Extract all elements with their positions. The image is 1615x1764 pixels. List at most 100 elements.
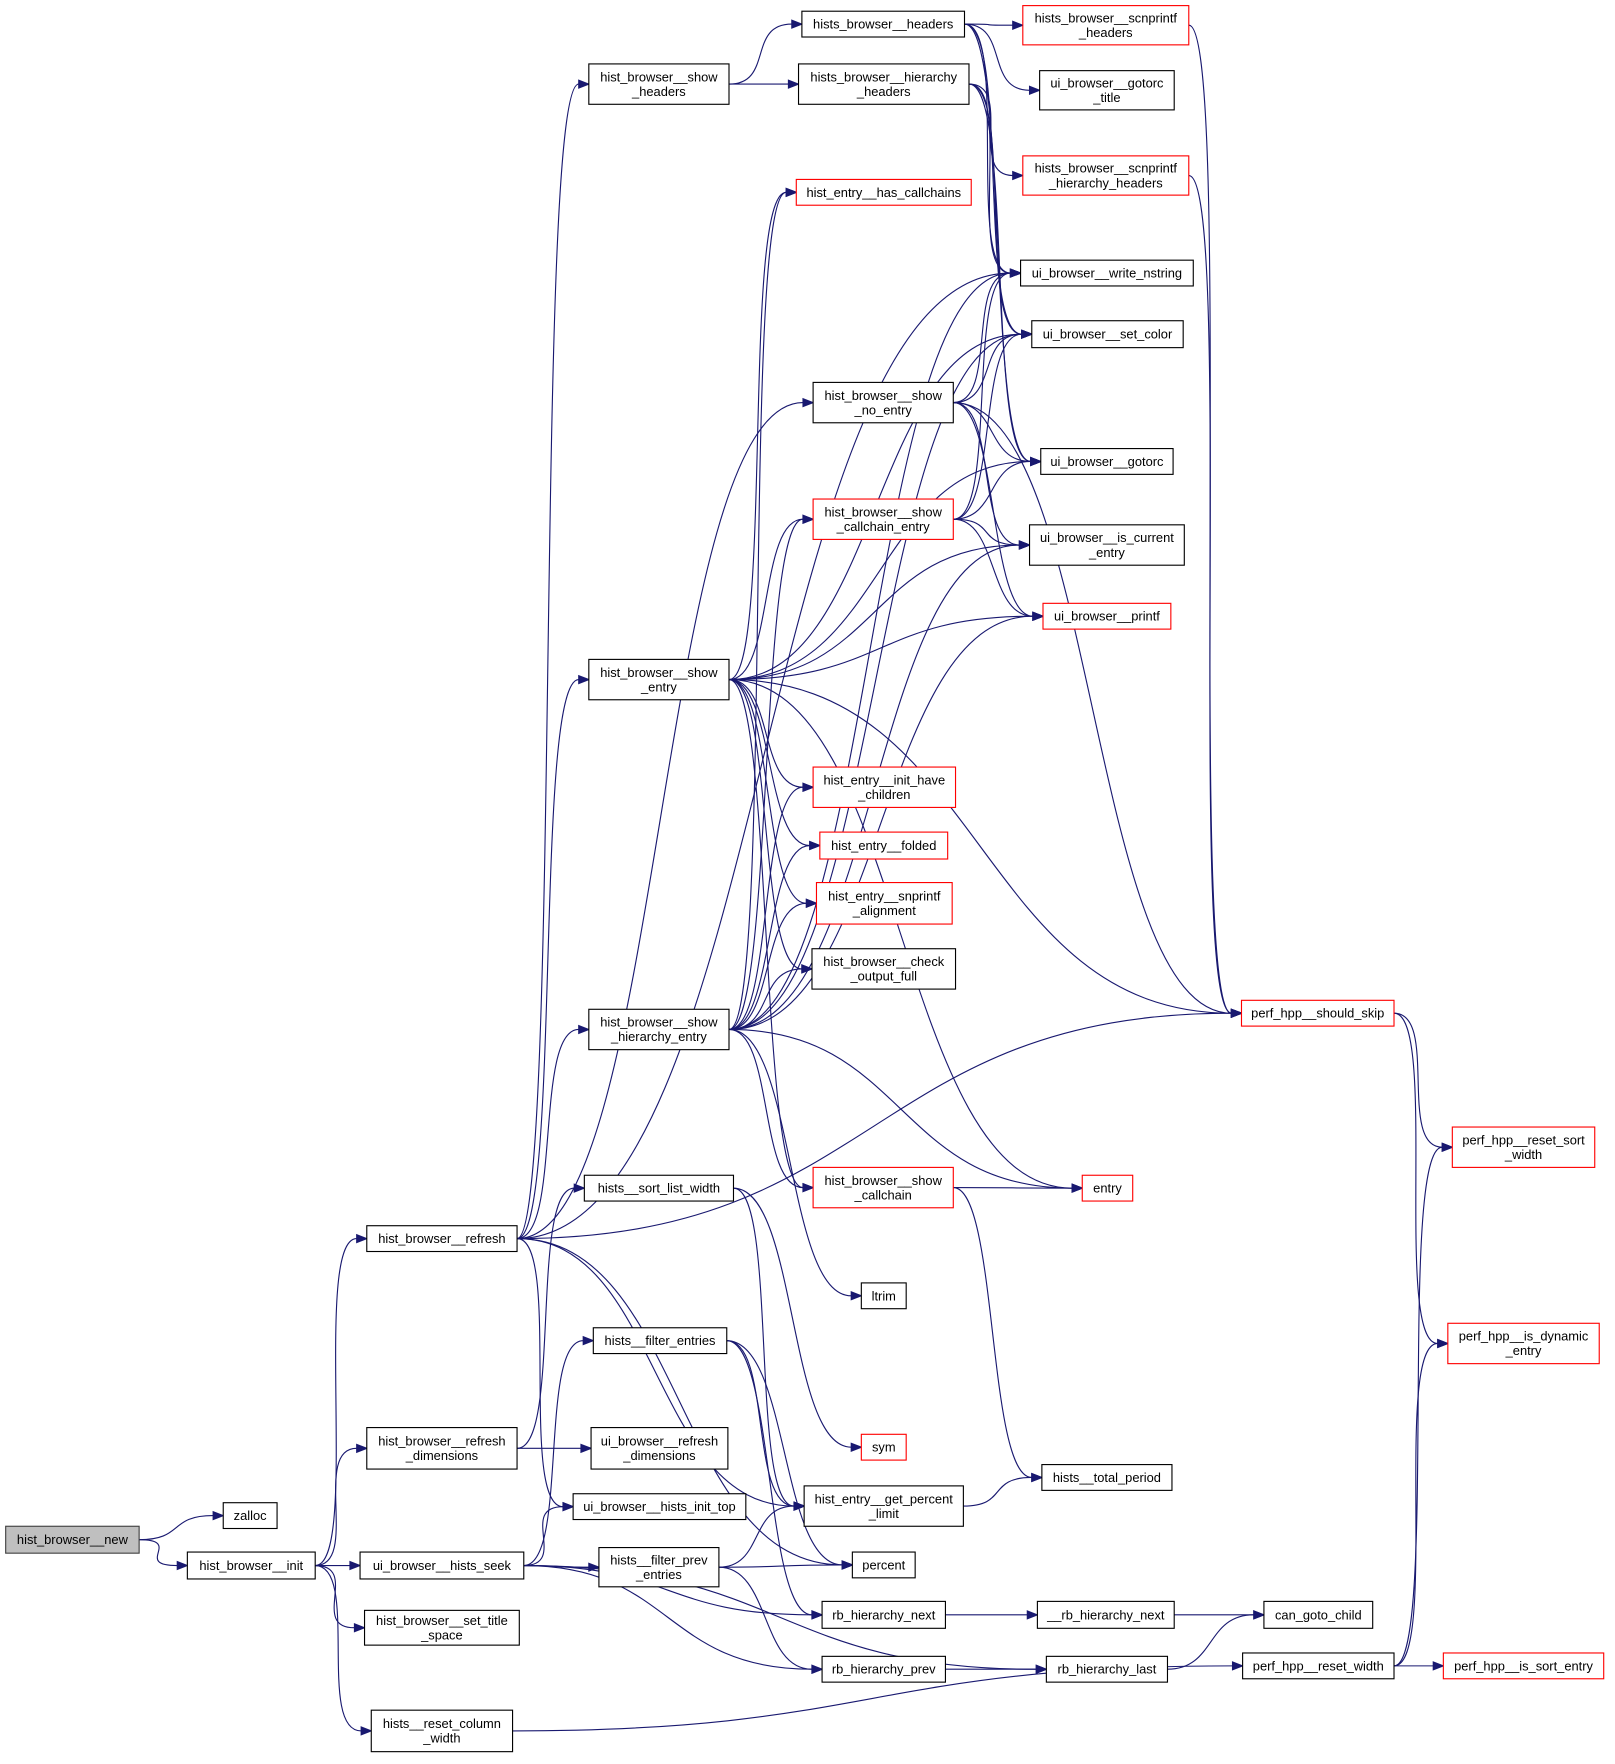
node-show-hier[interactable]: hist_browser__show_hierarchy_entry [588, 1008, 730, 1051]
edge-init-to-refresh [315, 1233, 369, 1567]
node-has-callchains[interactable]: hist_entry__has_callchains [795, 178, 972, 206]
node-label: ui_browser__refresh [601, 1434, 718, 1449]
arrowhead-icon [1253, 1610, 1266, 1620]
arrowhead-icon [802, 1182, 815, 1193]
arrowhead-icon [1432, 1661, 1445, 1671]
arrowhead-icon [356, 1443, 369, 1454]
edge-show_no_entry-to-is_current [953, 402, 1032, 550]
node-headers[interactable]: hists_browser__headers [801, 10, 966, 38]
node-init-have-children[interactable]: hist_entry__init_have_children [812, 766, 957, 808]
node-show-headers[interactable]: hist_browser__show_headers [588, 63, 730, 105]
edge-show_hier-to-has_callchains [728, 187, 798, 1031]
node-label: rb_hierarchy_next [832, 1607, 935, 1622]
node-hier-headers[interactable]: hists_browser__hierarchy_headers [797, 63, 970, 105]
node-scn-headers[interactable]: hists_browser__scnprintf_headers [1022, 5, 1190, 46]
node-label: _output_full [849, 969, 917, 984]
node-is-sort[interactable]: perf_hpp__is_sort_entry [1442, 1652, 1605, 1680]
node-label: _title [1092, 90, 1120, 105]
node-filter-entries[interactable]: hists__filter_entries [592, 1327, 728, 1355]
arrowhead-icon [802, 514, 815, 524]
edge-show_entry-to-has_callchains [728, 187, 798, 681]
edge-show_entry-to-snprintf_align [728, 679, 819, 909]
node-label: ui_browser__write_nstring [1032, 266, 1182, 281]
node-write-nstring[interactable]: ui_browser__write_nstring [1020, 259, 1194, 287]
edge-rb_last-to-can_goto [1167, 1610, 1266, 1670]
node-refresh[interactable]: hist_browser__refresh [366, 1225, 518, 1253]
node-label: _hierarchy_headers [1048, 175, 1163, 190]
node-label: ui_browser__gotorc [1050, 75, 1164, 90]
node-label: _headers [856, 84, 911, 99]
edge-show_hier-to-folded [728, 840, 822, 1031]
node-label: ui_browser__gotorc [1050, 454, 1164, 469]
edge-sort_list_width-to-sym [733, 1187, 863, 1452]
edge-refresh_dim-to-ui_refresh_dim [517, 1443, 593, 1454]
arrowhead-icon [582, 1335, 595, 1346]
node-filter-prev[interactable]: hists__filter_prev_entries [598, 1547, 720, 1588]
node-can-goto[interactable]: can_goto_child [1263, 1600, 1374, 1629]
edge-init-to-hists_seek [315, 1560, 362, 1571]
node-sym[interactable]: sym [860, 1433, 907, 1461]
node-entry[interactable]: entry [1081, 1174, 1134, 1202]
edge-rb_next-to-__rb_next [945, 1610, 1039, 1620]
node-init-top[interactable]: ui_browser__hists_init_top [572, 1493, 747, 1521]
node-label: perf_hpp__should_skip [1251, 1006, 1384, 1021]
node-sort-list-width[interactable]: hists__sort_list_width [583, 1174, 735, 1202]
node-is-dynamic[interactable]: perf_hpp__is_dynamic_entry [1447, 1322, 1600, 1365]
node-printf[interactable]: ui_browser__printf [1042, 602, 1172, 630]
node---rb-next[interactable]: __rb_hierarchy_next [1036, 1600, 1175, 1629]
edge-refresh-to-show_no_entry [517, 397, 815, 1240]
node-reset-col[interactable]: hists__reset_column_width [370, 1709, 514, 1753]
node-percent-limit[interactable]: hist_entry__get_percent_limit [803, 1485, 964, 1527]
node-check-output[interactable]: hist_browser__check_output_full [811, 948, 957, 990]
node-new[interactable]: hist_browser__new [5, 1525, 140, 1554]
node-percent[interactable]: percent [851, 1551, 916, 1579]
node-snprintf-align[interactable]: hist_entry__snprintf_alignment [815, 882, 953, 925]
node-folded[interactable]: hist_entry__folded [819, 831, 949, 860]
node-label: hists__reset_column [383, 1716, 501, 1731]
node-refresh-dim[interactable]: hist_browser__refresh_dimensions [366, 1427, 518, 1470]
node-ltrim[interactable]: ltrim [860, 1282, 907, 1310]
node-ui-refresh-dim[interactable]: ui_browser__refresh_dimensions [590, 1427, 729, 1470]
node-hists-seek[interactable]: ui_browser__hists_seek [359, 1551, 525, 1580]
node-label: _width [422, 1731, 460, 1746]
arrowhead-icon [1437, 1338, 1450, 1349]
node-label: perf_hpp__reset_sort [1462, 1132, 1585, 1147]
node-set-title[interactable]: hist_browser__set_title_space [363, 1609, 520, 1646]
node-reset-width[interactable]: perf_hpp__reset_width [1242, 1652, 1395, 1680]
edge-show_headers-to-headers [728, 19, 804, 85]
edge-show_cc_entry-to-write_nstring [953, 268, 1023, 520]
node-set-color[interactable]: ui_browser__set_color [1031, 320, 1184, 349]
arrowhead-icon [793, 1501, 806, 1511]
node-is-current[interactable]: ui_browser__is_current_entry [1028, 524, 1185, 566]
edge-filter_entries-to-rb_next [726, 1340, 824, 1620]
edge-show_entry-to-show_cc_entry [728, 514, 815, 681]
node-rb-prev[interactable]: rb_hierarchy_prev [821, 1655, 946, 1683]
arrowhead-icon [1441, 1142, 1454, 1152]
edge-init-to-reset_col [315, 1564, 373, 1736]
node-label: ui_browser__printf [1054, 609, 1160, 624]
arrowhead-icon [176, 1560, 189, 1571]
node-label: _dimensions [405, 1448, 478, 1463]
node-zalloc[interactable]: zalloc [222, 1502, 278, 1530]
node-rb-next[interactable]: rb_hierarchy_next [821, 1600, 946, 1629]
node-label: _hierarchy_entry [610, 1029, 707, 1044]
edge-should_skip-to-is_dynamic [1393, 1012, 1450, 1349]
node-show-cc-entry[interactable]: hist_browser__show_callchain_entry [812, 498, 954, 540]
node-gotorc-title[interactable]: ui_browser__gotorc_title [1039, 70, 1175, 111]
node-label: _entry [1505, 1343, 1542, 1358]
arrowhead-icon [356, 1233, 369, 1244]
node-gotorc[interactable]: ui_browser__gotorc [1040, 448, 1174, 475]
node-should-skip[interactable]: perf_hpp__should_skip [1240, 999, 1395, 1027]
node-show-no-entry[interactable]: hist_browser__show_no_entry [812, 381, 954, 424]
nodes: hist_browser__new zalloc hist_browser__ini… [5, 5, 1605, 1753]
node-show-entry[interactable]: hist_browser__show_entry [588, 658, 730, 701]
node-show-callchain[interactable]: hist_browser__show_callchain [812, 1166, 954, 1209]
node-rb-last[interactable]: rb_hierarchy_last [1045, 1655, 1169, 1683]
node-reset-sort-width[interactable]: perf_hpp__reset_sort_width [1451, 1126, 1596, 1168]
edge-show_cc_entry-to-is_current [953, 518, 1032, 550]
arrowhead-icon [1018, 540, 1032, 550]
node-total-period[interactable]: hists__total_period [1041, 1464, 1173, 1491]
node-init[interactable]: hist_browser__init [186, 1551, 316, 1580]
edge-reset_width-to-is_sort [1394, 1661, 1445, 1671]
node-scn-hier-headers[interactable]: hists_browser__scnprintf_hierarchy_heade… [1022, 155, 1190, 196]
